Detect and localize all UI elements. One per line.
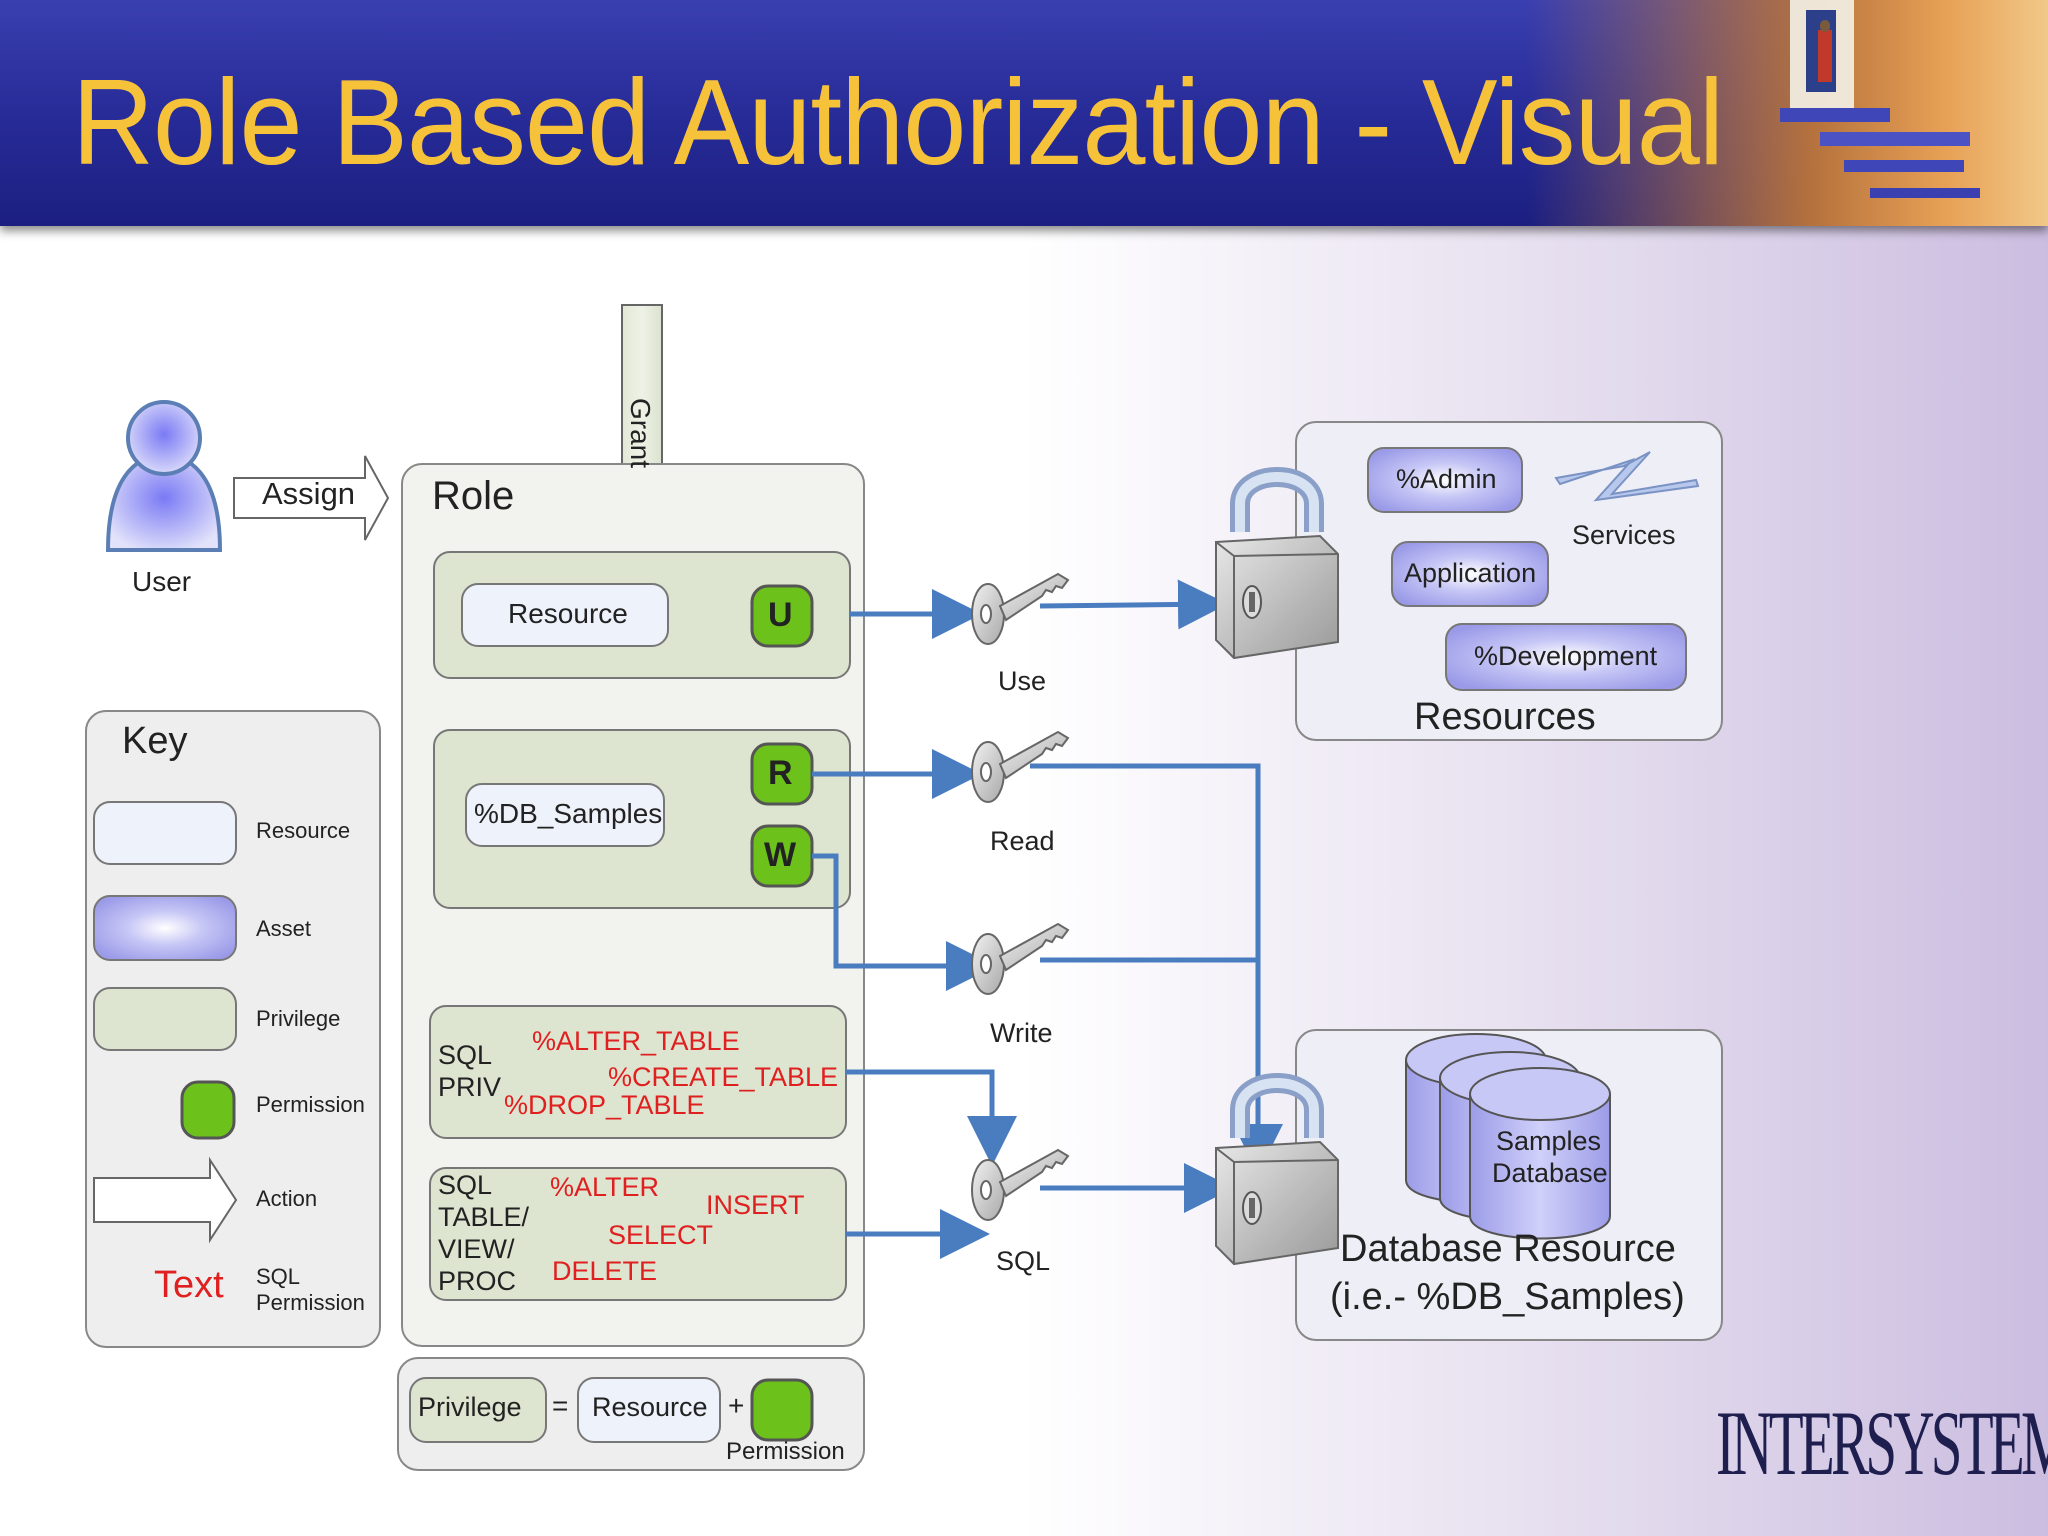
sql-table-item: DELETE bbox=[552, 1256, 658, 1286]
key-privilege-shape bbox=[93, 987, 237, 1051]
key-write-label: Write bbox=[990, 1018, 1053, 1048]
sql-table-item: SELECT bbox=[608, 1220, 714, 1250]
database-title-1: Database Resource bbox=[1340, 1228, 1676, 1270]
sql-table-label-line: SQL bbox=[438, 1170, 493, 1200]
stairs-figure-icon bbox=[1780, 0, 1980, 198]
key-asset-shape bbox=[93, 895, 237, 961]
sql-priv-label-2: PRIV bbox=[438, 1072, 502, 1102]
database-lock-icon bbox=[1216, 1083, 1338, 1264]
user-icon bbox=[105, 400, 223, 552]
key-read-label: Read bbox=[990, 826, 1055, 856]
sql-priv-item: %CREATE_TABLE bbox=[608, 1062, 839, 1092]
slide-header: Role Based Authorization - Visual bbox=[0, 0, 2048, 226]
privilege-use-resource bbox=[461, 583, 669, 647]
key-privilege-label: Privilege bbox=[256, 1006, 341, 1031]
arrow-use-to-resources bbox=[1039, 579, 1228, 630]
key-legend-title: Key bbox=[122, 720, 188, 762]
key-text-sample: Text bbox=[154, 1264, 224, 1306]
key-resource-label: Resource bbox=[256, 818, 351, 843]
formula-resource-label: Resource bbox=[592, 1392, 708, 1422]
key-action-arrow bbox=[93, 1156, 238, 1244]
sql-priv-label-1: SQL bbox=[438, 1040, 493, 1070]
formula-plus: + bbox=[728, 1390, 745, 1421]
permission-u-label: U bbox=[768, 596, 793, 634]
arrow-sqlpriv-to-sql bbox=[846, 1069, 1017, 1166]
privilege-use-resource-label: Resource bbox=[508, 598, 628, 629]
asset-admin-label: %Admin bbox=[1396, 464, 1497, 494]
sql-table-label-line: PROC bbox=[438, 1266, 517, 1296]
key-sql-icon bbox=[971, 1149, 1069, 1221]
sql-priv-item: %DROP_TABLE bbox=[504, 1090, 705, 1120]
key-sql-label: SQL bbox=[996, 1246, 1051, 1276]
permission-w-label: W bbox=[764, 836, 797, 874]
key-sql-perm-label-2: Permission bbox=[256, 1290, 365, 1315]
sql-table-label-line: VIEW/ bbox=[438, 1234, 515, 1264]
key-use-label: Use bbox=[998, 666, 1047, 696]
asset-development bbox=[1445, 623, 1687, 691]
key-use-icon bbox=[971, 573, 1069, 645]
intersystems-logo: INTERSYSTEMS bbox=[1716, 1392, 2048, 1494]
formula-resource-shape bbox=[577, 1377, 721, 1443]
database-cylinder-label-2: Database bbox=[1492, 1158, 1608, 1188]
resources-lock-icon bbox=[1216, 477, 1338, 658]
services-label: Services bbox=[1572, 520, 1676, 550]
key-sql-perm-label-1: SQL bbox=[256, 1264, 301, 1289]
user-label: User bbox=[132, 566, 192, 597]
assign-arrow bbox=[233, 455, 390, 541]
database-title-2: (i.e.- %DB_Samples) bbox=[1330, 1276, 1685, 1318]
asset-development-label: %Development bbox=[1474, 641, 1658, 671]
connector-arrows bbox=[812, 579, 1283, 1259]
asset-admin bbox=[1367, 447, 1523, 513]
privilege-db-resource bbox=[465, 783, 665, 847]
sql-table-label-line: TABLE/ bbox=[438, 1202, 530, 1232]
key-asset-label: Asset bbox=[256, 916, 312, 941]
sql-priv-item: %ALTER_TABLE bbox=[532, 1026, 740, 1056]
services-lightning-icon bbox=[1554, 451, 1700, 502]
formula-privilege-label: Privilege bbox=[418, 1392, 522, 1422]
slide-title: Role Based Authorization - Visual bbox=[72, 54, 1724, 190]
database-cylinder-label-1: Samples bbox=[1496, 1126, 1602, 1156]
arrow-w-to-write bbox=[812, 853, 996, 991]
permission-u bbox=[750, 584, 814, 648]
arrow-read-to-db bbox=[1030, 763, 1283, 1174]
sql-table-item: %ALTER bbox=[550, 1172, 660, 1202]
formula-permission-shape bbox=[750, 1378, 814, 1442]
asset-application bbox=[1391, 541, 1549, 607]
key-permission-label: Permission bbox=[256, 1092, 365, 1117]
grant-label: Grant bbox=[625, 398, 656, 469]
key-permission-shape bbox=[180, 1080, 236, 1140]
assign-label: Assign bbox=[262, 476, 356, 511]
formula-equals: = bbox=[552, 1390, 569, 1421]
role-label: Role bbox=[432, 474, 515, 518]
database-cylinders-icon bbox=[1405, 1033, 1611, 1240]
privilege-db-resource-label: %DB_Samples bbox=[474, 798, 663, 829]
permission-r-label: R bbox=[768, 754, 793, 792]
formula-permission-label: Permission bbox=[726, 1438, 845, 1465]
sql-table-item: INSERT bbox=[706, 1190, 805, 1220]
formula-privilege-shape bbox=[409, 1377, 547, 1443]
resources-title: Resources bbox=[1414, 696, 1596, 738]
key-action-label: Action bbox=[256, 1186, 318, 1211]
asset-application-label: Application bbox=[1404, 558, 1537, 588]
key-resource-shape bbox=[93, 801, 237, 865]
